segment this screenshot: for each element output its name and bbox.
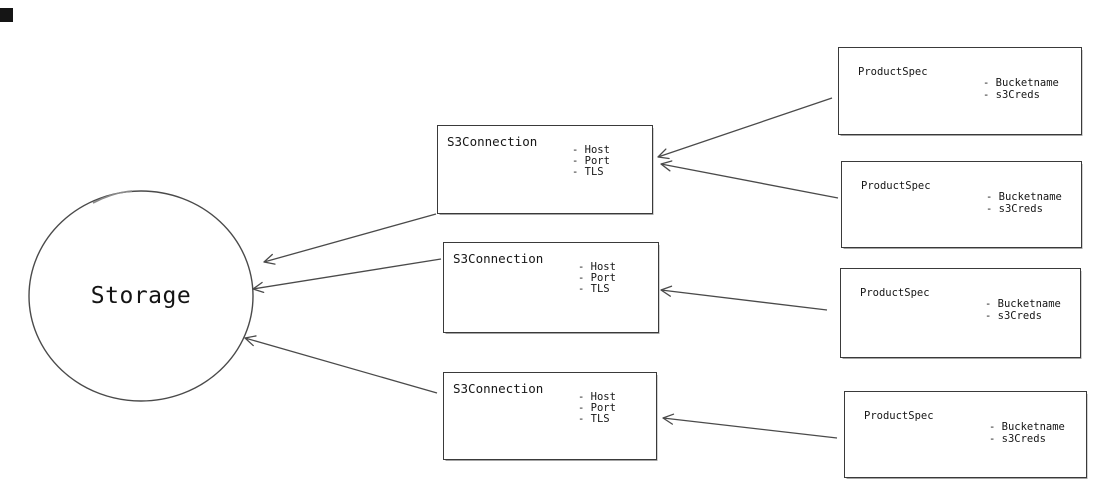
arrow-ps3-to-s3c2[interactable] xyxy=(660,285,828,311)
node-title: S3Connection xyxy=(453,251,544,266)
productspec-node-3[interactable]: ProductSpec - Bucketname - s3Creds xyxy=(840,268,1081,358)
s3connection-node-1[interactable]: S3Connection - Host - Port - TLS xyxy=(437,125,653,214)
attribute: - Bucketname xyxy=(986,191,1062,203)
attribute: - Port xyxy=(578,402,616,414)
attribute: - TLS xyxy=(578,283,610,295)
productspec-node-4[interactable]: ProductSpec - Bucketname - s3Creds xyxy=(844,391,1087,478)
s3connection-node-3[interactable]: S3Connection - Host - Port - TLS xyxy=(443,372,657,460)
attribute: - Host xyxy=(572,144,610,156)
attribute-list: - Host - Port - TLS xyxy=(572,145,610,178)
node-title: S3Connection xyxy=(453,381,544,396)
attribute: - Bucketname xyxy=(989,421,1065,433)
attribute-list: - Bucketname - s3Creds xyxy=(986,191,1062,215)
productspec-node-1[interactable]: ProductSpec - Bucketname - s3Creds xyxy=(838,47,1082,135)
attribute: - Host xyxy=(578,391,616,403)
attribute-list: - Host - Port - TLS xyxy=(578,262,616,295)
node-title: ProductSpec xyxy=(861,180,931,192)
storage-circle[interactable] xyxy=(28,190,254,402)
attribute: - TLS xyxy=(572,166,604,178)
storage-label: Storage xyxy=(90,283,192,309)
attribute-list: - Bucketname - s3Creds xyxy=(983,77,1059,101)
attribute-list: - Host - Port - TLS xyxy=(578,392,616,425)
attribute: - Port xyxy=(572,155,610,167)
arrow-ps1-to-s3c1[interactable] xyxy=(657,97,833,160)
circle-sketch-stroke xyxy=(92,190,133,204)
arrow-ps4-to-s3c3[interactable] xyxy=(662,413,838,439)
arrow-ps2-to-s3c1[interactable] xyxy=(660,160,839,199)
node-title: S3Connection xyxy=(447,134,538,149)
arrow-s3c3-to-storage[interactable] xyxy=(244,335,438,394)
attribute: - Bucketname xyxy=(985,298,1061,310)
attribute-list: - Bucketname - s3Creds xyxy=(989,421,1065,445)
node-title: ProductSpec xyxy=(860,287,930,299)
node-title: ProductSpec xyxy=(864,410,934,422)
attribute: - Port xyxy=(578,272,616,284)
attribute: - s3Creds xyxy=(985,309,1042,322)
arrow-s3c2-to-storage[interactable] xyxy=(252,258,442,294)
attribute: - s3Creds xyxy=(983,88,1040,101)
attribute: - Bucketname xyxy=(983,77,1059,89)
attribute: - Host xyxy=(578,261,616,273)
stray-mark xyxy=(0,8,13,22)
attribute: - TLS xyxy=(578,413,610,425)
arrow-s3c1-to-storage[interactable] xyxy=(263,213,437,265)
node-title: ProductSpec xyxy=(858,66,928,78)
productspec-node-2[interactable]: ProductSpec - Bucketname - s3Creds xyxy=(841,161,1082,248)
s3connection-node-2[interactable]: S3Connection - Host - Port - TLS xyxy=(443,242,659,333)
attribute-list: - Bucketname - s3Creds xyxy=(985,298,1061,322)
attribute: - s3Creds xyxy=(989,432,1046,445)
attribute: - s3Creds xyxy=(986,202,1043,215)
